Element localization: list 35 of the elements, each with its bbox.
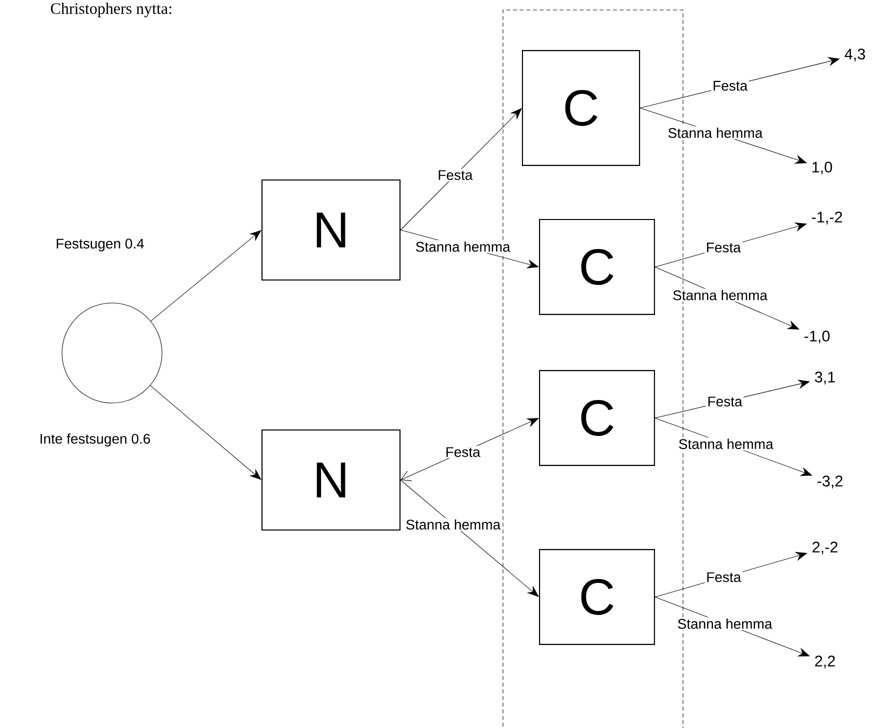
edge-label: Festa bbox=[436, 168, 474, 182]
edge-label: Festa bbox=[706, 395, 744, 408]
player-box: C bbox=[539, 219, 655, 315]
player-box: C bbox=[539, 370, 655, 466]
payoff-value: -3,2 bbox=[817, 476, 842, 488]
player-box: C bbox=[539, 549, 655, 645]
arrow bbox=[400, 418, 539, 482]
edge-label: Stanna hemma bbox=[677, 437, 775, 450]
payoff-value: 1,0 bbox=[812, 162, 832, 174]
edge-label: Festsugen 0.4 bbox=[56, 238, 144, 252]
payoff-value: 2,2 bbox=[815, 656, 835, 668]
edge-label: Inte festsugen 0.6 bbox=[40, 434, 150, 447]
payoff-value: -1,0 bbox=[804, 330, 830, 344]
arrow bbox=[400, 480, 539, 597]
player-box: N bbox=[261, 429, 401, 531]
edge-label: Festa bbox=[711, 80, 749, 92]
edge-label: Festa bbox=[444, 446, 482, 458]
edge-label: Festa bbox=[704, 241, 742, 254]
payoff-value: 3,1 bbox=[814, 372, 835, 384]
chance-circle bbox=[62, 302, 162, 404]
edge-label: Stanna hemma bbox=[676, 617, 774, 630]
payoff-value: -1,-2 bbox=[812, 212, 842, 224]
edge-label: Festa bbox=[704, 571, 742, 584]
edge-label: Stanna hemma bbox=[404, 518, 502, 531]
payoff-value: 2,-2 bbox=[812, 542, 838, 554]
heading: Christophers nytta: bbox=[50, 2, 172, 18]
payoff-value: 4,3 bbox=[844, 48, 865, 62]
edge-label: Stanna hemma bbox=[671, 288, 769, 302]
arrow bbox=[150, 385, 262, 480]
arrow bbox=[400, 108, 522, 230]
arrow bbox=[150, 230, 262, 322]
edge-label: Stanna hemma bbox=[666, 126, 764, 140]
edge-label: Stanna hemma bbox=[414, 240, 512, 254]
player-box: N bbox=[261, 179, 401, 281]
player-box: C bbox=[522, 50, 640, 166]
